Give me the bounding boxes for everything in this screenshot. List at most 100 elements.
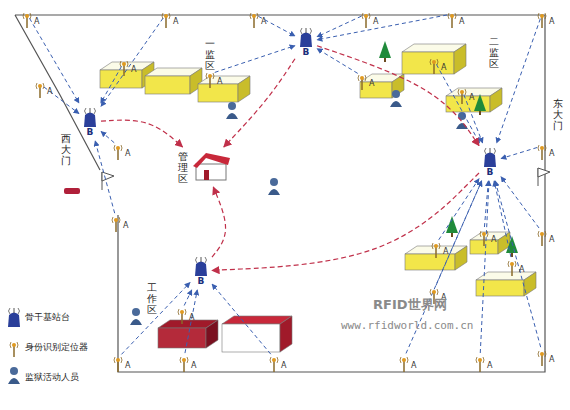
legend-row: 骨干基站台 (6, 302, 88, 332)
locator-tower (538, 231, 546, 246)
tower-pole (39, 87, 41, 98)
person-body (130, 319, 142, 325)
signal-arrow (439, 179, 479, 240)
tower-head (122, 62, 126, 66)
locator-tower (114, 145, 122, 160)
tower-head (116, 358, 120, 362)
signal-arrow (30, 18, 79, 103)
legend-icon (6, 335, 22, 359)
person-head (132, 308, 140, 316)
locator-letter: A (190, 362, 197, 371)
locator-tower (362, 13, 370, 28)
locator-letter: A (172, 18, 179, 27)
locator-tower (476, 357, 484, 372)
locator-tower (114, 357, 122, 372)
east-gate (538, 168, 550, 186)
signal-arrow (501, 177, 539, 228)
tower-waves (120, 61, 128, 67)
tower-head (432, 290, 436, 294)
area-name: 管理区 (178, 151, 188, 184)
tree-crown (474, 94, 486, 111)
tower-head (252, 14, 256, 18)
tower-head (25, 14, 29, 18)
locator-tower (538, 351, 546, 366)
tower-head (402, 358, 406, 362)
tower-head (164, 14, 168, 18)
watermark: RFID世界网 (372, 298, 448, 312)
person-body (268, 189, 280, 195)
tower-waves (432, 243, 440, 249)
tower-pole (115, 221, 117, 232)
tower-waves (362, 13, 370, 19)
signal-arrow (317, 49, 358, 74)
tower-pole (483, 235, 485, 246)
building-front (402, 52, 454, 74)
locator-tower (480, 231, 488, 246)
locator-tower (508, 261, 516, 276)
tower-waves (538, 351, 546, 357)
signal-arrow (44, 87, 79, 114)
building (145, 68, 202, 94)
tower-waves (538, 231, 546, 237)
person-head (392, 90, 400, 98)
area-label: 东大门 (552, 98, 564, 131)
tower-head (460, 90, 464, 94)
signal-arrow (101, 18, 163, 106)
person-head (270, 178, 278, 186)
station-antenna (201, 257, 202, 262)
tower-head (540, 352, 544, 356)
building-front (360, 82, 392, 98)
house-roof (193, 153, 230, 168)
backbone-station: B (482, 146, 498, 178)
signal-arrow (95, 141, 115, 213)
locator-letter: A (46, 88, 53, 97)
building-front (222, 324, 280, 352)
tower-pole (117, 149, 119, 160)
locator-letter: A (372, 18, 379, 27)
locator-tower (206, 73, 214, 88)
tower-pole (117, 361, 119, 372)
tower-waves (180, 357, 188, 363)
locator-letter: A (122, 222, 129, 231)
locator-letter: A (442, 248, 449, 257)
building (360, 74, 404, 98)
tower-waves (448, 13, 456, 19)
tower-waves (430, 59, 438, 65)
signal-arrow (464, 95, 483, 143)
car (64, 188, 80, 194)
person-head (10, 367, 18, 375)
signal-arrow (215, 46, 295, 73)
building (158, 320, 218, 348)
locator-letter: A (440, 64, 447, 73)
station-waves (196, 257, 207, 263)
legend-icon (6, 305, 22, 329)
tower-head (182, 358, 186, 362)
tower-head (12, 343, 16, 347)
building (476, 272, 536, 296)
backbone-station: B (82, 106, 98, 138)
legend-text: 骨干基站台 (25, 311, 70, 324)
tower-waves (10, 342, 18, 348)
tower-waves (358, 75, 366, 81)
tower-waves (538, 13, 546, 19)
station-waves (9, 308, 20, 314)
tower-waves (36, 83, 44, 89)
backbone-station: B (193, 255, 209, 287)
locator-letter: A (548, 18, 555, 27)
tower-pole (435, 247, 437, 258)
station-body (8, 313, 20, 328)
tower-head (432, 60, 436, 64)
signal-arrow (317, 15, 447, 40)
house-wall (196, 164, 226, 180)
tower-head (540, 14, 544, 18)
prisoner (390, 90, 402, 107)
person-body (456, 123, 468, 129)
tower-waves (23, 13, 31, 19)
tower-pole (541, 17, 543, 28)
tower-pole (365, 17, 367, 28)
tower-waves (458, 89, 466, 95)
prisoner (226, 102, 238, 119)
tree-crown (379, 41, 391, 58)
station-letter: B (198, 277, 205, 287)
locator-letter: A (124, 362, 131, 371)
